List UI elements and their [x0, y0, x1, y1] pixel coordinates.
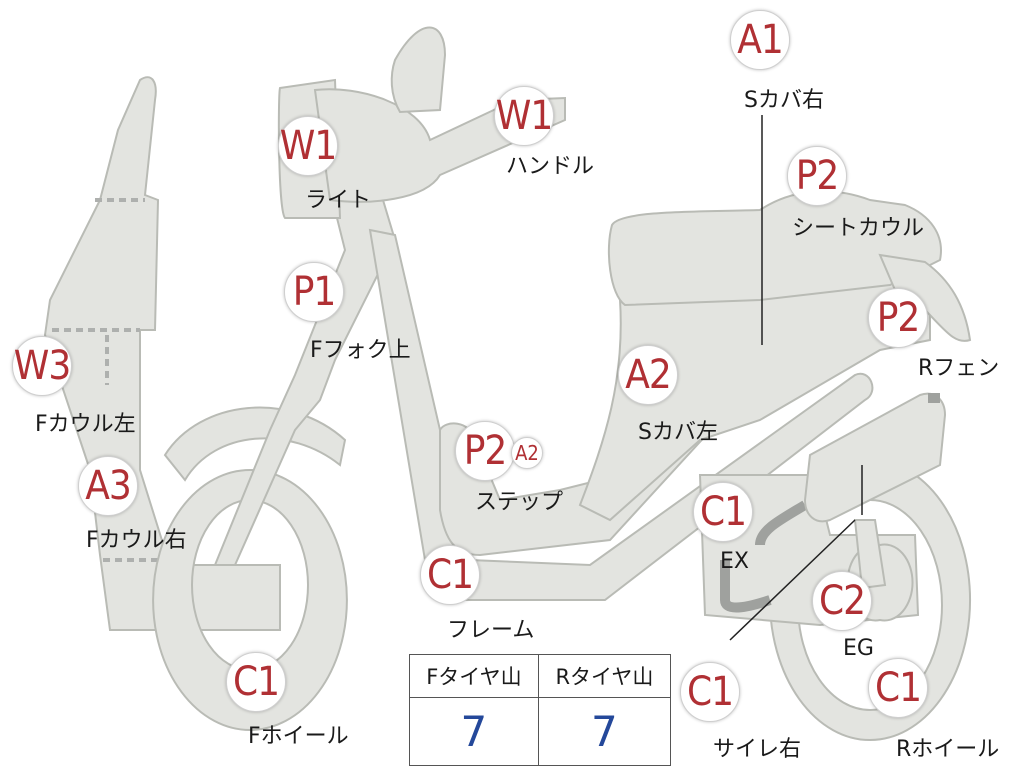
label-handle: ハンドル	[506, 154, 595, 179]
grade-badge-s-cover-left: A2	[618, 345, 678, 405]
label-muffler-right: サイレ右	[713, 737, 802, 762]
grade-badge-ex: C1	[693, 482, 753, 542]
tire-table-value-row: 7 7	[409, 697, 672, 766]
label-f-cowl-left: Fカウル左	[35, 412, 136, 437]
grade-badge-s-cover-right: A1	[730, 10, 790, 70]
grade-badge-seat-cowl: P2	[787, 146, 847, 206]
grade-badge-f-cowl-left: W3	[12, 336, 72, 396]
label-r-fender: Rフェン	[918, 356, 1000, 381]
tire-table-value-rear: 7	[537, 697, 672, 766]
grade-badge-r-wheel: C1	[868, 658, 928, 718]
label-f-fork-upper: Fフォク上	[310, 338, 411, 363]
grade-badge-step: P2	[455, 421, 515, 481]
tire-table-header-row: Fタイヤ山 Rタイヤ山	[409, 654, 672, 698]
tire-tread-table: Fタイヤ山 Rタイヤ山 7 7	[409, 654, 672, 766]
grade-badge-frame: C1	[420, 545, 480, 605]
label-seat-cowl: シートカウル	[792, 216, 925, 241]
grade-badge-step-secondary: A2	[511, 437, 543, 469]
grade-badge-eg: C2	[812, 571, 872, 631]
exhaust-pipe-shape	[720, 500, 808, 613]
label-eg: EG	[843, 636, 874, 661]
grade-badge-handle: W1	[494, 86, 554, 146]
label-f-wheel: Fホイール	[248, 724, 349, 749]
grade-badge-f-wheel: C1	[226, 652, 286, 712]
grade-badge-muffler-right: C1	[680, 662, 740, 722]
cowl-seam-dash	[52, 198, 160, 562]
label-r-wheel: Rホイール	[896, 737, 1000, 762]
side-cover-shape	[578, 278, 931, 522]
label-s-cover-left: Sカバ左	[638, 420, 718, 445]
label-ex: EX	[720, 549, 749, 574]
rear-shock-shape	[853, 519, 887, 590]
label-frame: フレーム	[447, 618, 535, 643]
label-light: ライト	[305, 188, 372, 213]
label-f-cowl-right: Fカウル右	[86, 528, 187, 553]
grade-badge-f-fork-upper: P1	[284, 262, 344, 322]
front-fork-shape	[213, 189, 397, 566]
rear-fender-shape	[878, 253, 972, 342]
leader-line-muffler	[729, 519, 856, 641]
label-step: ステップ	[475, 490, 564, 515]
grade-badge-r-fender: P2	[868, 288, 928, 348]
grade-badge-light: W1	[278, 116, 338, 176]
front-fender-shape	[163, 406, 347, 482]
tire-table-header-front: Fタイヤ山	[409, 654, 539, 698]
mirror-shape	[390, 26, 447, 114]
tire-table-header-rear: Rタイヤ山	[537, 654, 672, 698]
label-s-cover-right: Sカバ右	[744, 88, 824, 113]
grade-badge-f-cowl-right: A3	[78, 456, 138, 516]
seat-shape	[607, 190, 942, 307]
tire-table-value-front: 7	[409, 697, 539, 766]
